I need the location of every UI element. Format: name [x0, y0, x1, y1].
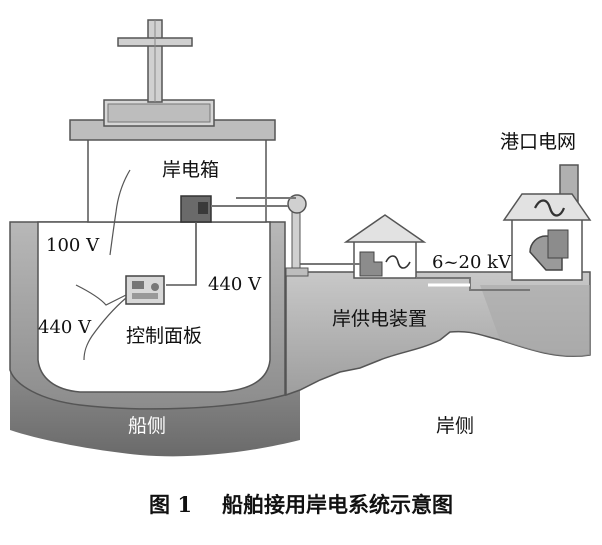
wire-100v — [75, 284, 127, 306]
label-shore-side: 岸侧 — [436, 415, 474, 437]
wire-440v — [166, 222, 197, 286]
control-panel-icon — [125, 275, 165, 305]
figure-title: 船舶接用岸电系统示意图 — [222, 492, 453, 517]
cable-reel-icon — [287, 194, 307, 214]
figure-caption: 图 1 船舶接用岸电系统示意图 — [149, 492, 453, 517]
wire-440v-left — [83, 297, 127, 361]
wire-superstructure — [109, 169, 131, 256]
sine-wave-icon — [534, 199, 566, 217]
label-voltage-range: 6~20 kV — [432, 252, 512, 273]
grid-roof — [502, 193, 592, 221]
label-shore-power-device: 岸供电装置 — [332, 308, 427, 330]
label-shore-box: 岸电箱 — [162, 159, 219, 181]
figure-number: 图 1 — [149, 492, 192, 517]
label-port-grid: 港口电网 — [500, 131, 576, 153]
label-control-panel: 控制面板 — [126, 325, 202, 347]
cable-reel-post — [291, 207, 301, 271]
transformer-icon — [359, 251, 383, 277]
ship-hull — [37, 221, 271, 393]
shore-power-roof — [343, 214, 427, 243]
label-ship-side: 船侧 — [128, 415, 166, 437]
ac-wave-icon — [385, 255, 411, 269]
label-440v-right: 440 V — [208, 274, 262, 295]
label-440v-left: 440 V — [38, 317, 92, 338]
label-100v: 100 V — [46, 235, 100, 256]
